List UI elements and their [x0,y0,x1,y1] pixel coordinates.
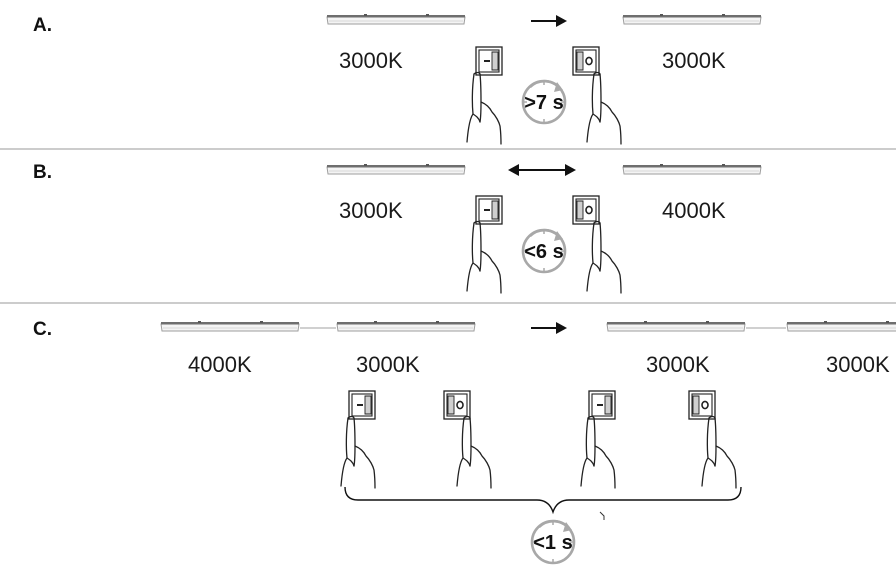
luminaire-icon [326,13,466,25]
hand-icon [340,415,376,489]
luminaire-icon [606,320,746,332]
right-arrow-icon [531,322,567,334]
luminaire-icon [622,163,762,175]
timer-value: <1 s [533,532,572,554]
temperature-label: 3000K [339,48,403,73]
switch-off-icon [475,195,503,225]
switch-off-icon [348,390,376,420]
temperature-label: 3000K [826,352,890,377]
section-c: C. 4000K 3000K 3000K 3000K <1 s [33,319,896,565]
hand-icon [466,220,502,294]
switch-on-icon [572,195,600,225]
luminaire-icon [622,13,762,25]
luminaire-icon [786,320,896,332]
luminaire-icon [160,320,300,332]
luminaire-icon [326,163,466,175]
section-a: A. 3000K 3000K >7 s [33,13,762,145]
right-arrow-icon [531,15,567,27]
luminaire-icon [336,320,476,332]
switch-on-icon [688,390,716,420]
section-b-label: B. [33,162,52,183]
hand-icon [586,71,622,145]
hand-icon [701,415,737,489]
hand-icon [466,71,502,145]
double-arrow-icon [508,164,576,176]
temperature-label: 3000K [662,48,726,73]
temperature-label: 4000K [188,352,252,377]
section-a-label: A. [33,15,52,36]
hand-icon [456,415,492,489]
switch-off-icon [475,46,503,76]
temperature-label: 3000K [356,352,420,377]
switch-on-icon [572,46,600,76]
hand-icon [586,220,622,294]
switch-on-icon [443,390,471,420]
timer-value: >7 s [524,92,563,114]
switch-off-icon [588,390,616,420]
brace-icon [344,486,742,515]
timer-value: <6 s [524,241,563,263]
temperature-label: 3000K [646,352,710,377]
section-b: B. 3000K 4000K <6 s [33,162,762,294]
temperature-label: 4000K [662,198,726,223]
temperature-label: 3000K [339,198,403,223]
small-tick-mark [599,511,605,520]
section-c-label: C. [33,319,52,340]
hand-icon [580,415,616,489]
